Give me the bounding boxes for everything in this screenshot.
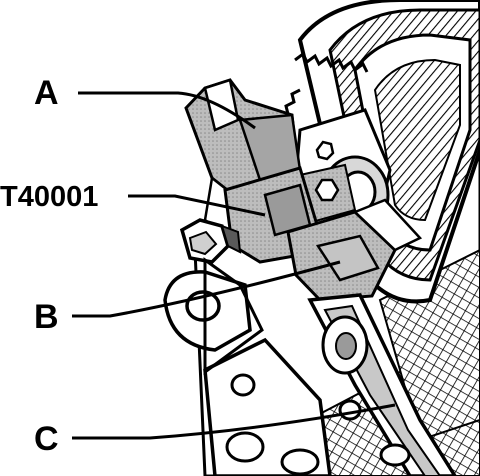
- leader-line-a: [78, 91, 256, 130]
- hex-bolt: [179, 218, 242, 264]
- leader-line-c: [72, 403, 396, 440]
- label-t40001: T40001: [0, 181, 98, 213]
- label-b: B: [34, 298, 59, 336]
- callout-leaders: [72, 91, 396, 440]
- leader-line-b: [72, 260, 341, 318]
- tool-handle-c: [307, 293, 458, 476]
- label-a: A: [34, 74, 59, 112]
- lever-arm-b: [286, 198, 423, 302]
- lower-bracket: [203, 257, 411, 476]
- sprocket-hub: [293, 108, 392, 252]
- leader-line-tool: [128, 194, 266, 217]
- label-c: C: [34, 420, 59, 458]
- callout-labels: A T40001 B C: [0, 74, 98, 458]
